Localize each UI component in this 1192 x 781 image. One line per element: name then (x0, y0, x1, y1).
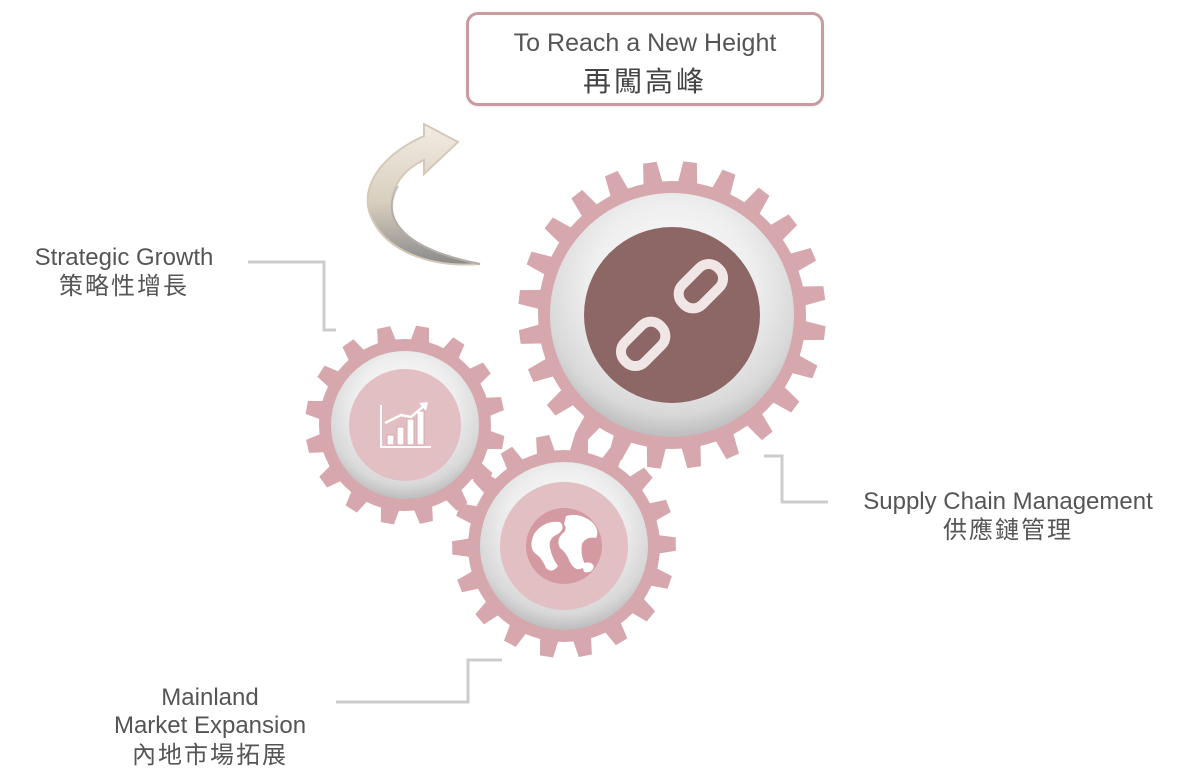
label-strategic-growth-zh: 策略性增長 (59, 272, 189, 301)
gear-supply-chain-hub (584, 227, 760, 403)
chain-link-icon (615, 258, 729, 372)
connector-lines (248, 260, 828, 704)
label-strategic-growth: Strategic Growth 策略性增長 (8, 244, 240, 301)
label-strategic-growth-en: Strategic Growth (34, 244, 214, 271)
bar-chart-icon (380, 402, 431, 448)
title-english: To Reach a New Height (513, 29, 777, 57)
connector-growth (248, 260, 336, 332)
title-box: To Reach a New Height 再闖高峰 (466, 12, 824, 106)
label-mainland-market-zh: 內地市場拓展 (132, 740, 288, 769)
label-mainland-market: Mainland Market Expansion 內地市場拓展 (80, 684, 340, 769)
gear-strategic-growth-hub (349, 369, 461, 481)
curved-arrow-icon (366, 122, 481, 266)
connector-market (336, 658, 502, 704)
label-supply-chain-zh: 供應鏈管理 (943, 516, 1073, 545)
label-mainland-market-en1: Mainland (161, 684, 259, 711)
gear-supply-chain (518, 161, 826, 469)
connector-supply (764, 454, 828, 504)
label-mainland-market-en2: Market Expansion (113, 712, 307, 740)
label-supply-chain-en: Supply Chain Management (863, 488, 1153, 515)
label-supply-chain: Supply Chain Management 供應鏈管理 (830, 488, 1186, 545)
globe-icon (526, 508, 602, 584)
title-chinese: 再闖高峰 (582, 65, 707, 98)
gear-strategic-growth (305, 325, 505, 525)
gear-mainland-market (452, 434, 676, 658)
